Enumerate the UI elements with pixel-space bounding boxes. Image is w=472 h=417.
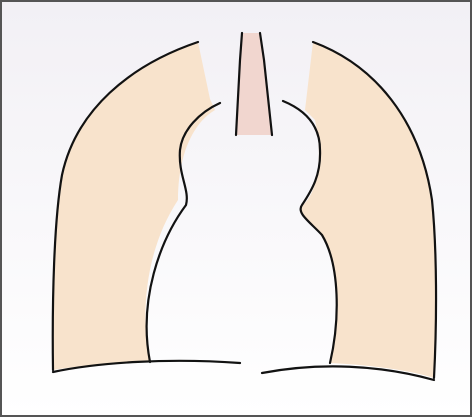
chest-diagram [0,0,472,417]
diagram-frame [0,0,472,417]
